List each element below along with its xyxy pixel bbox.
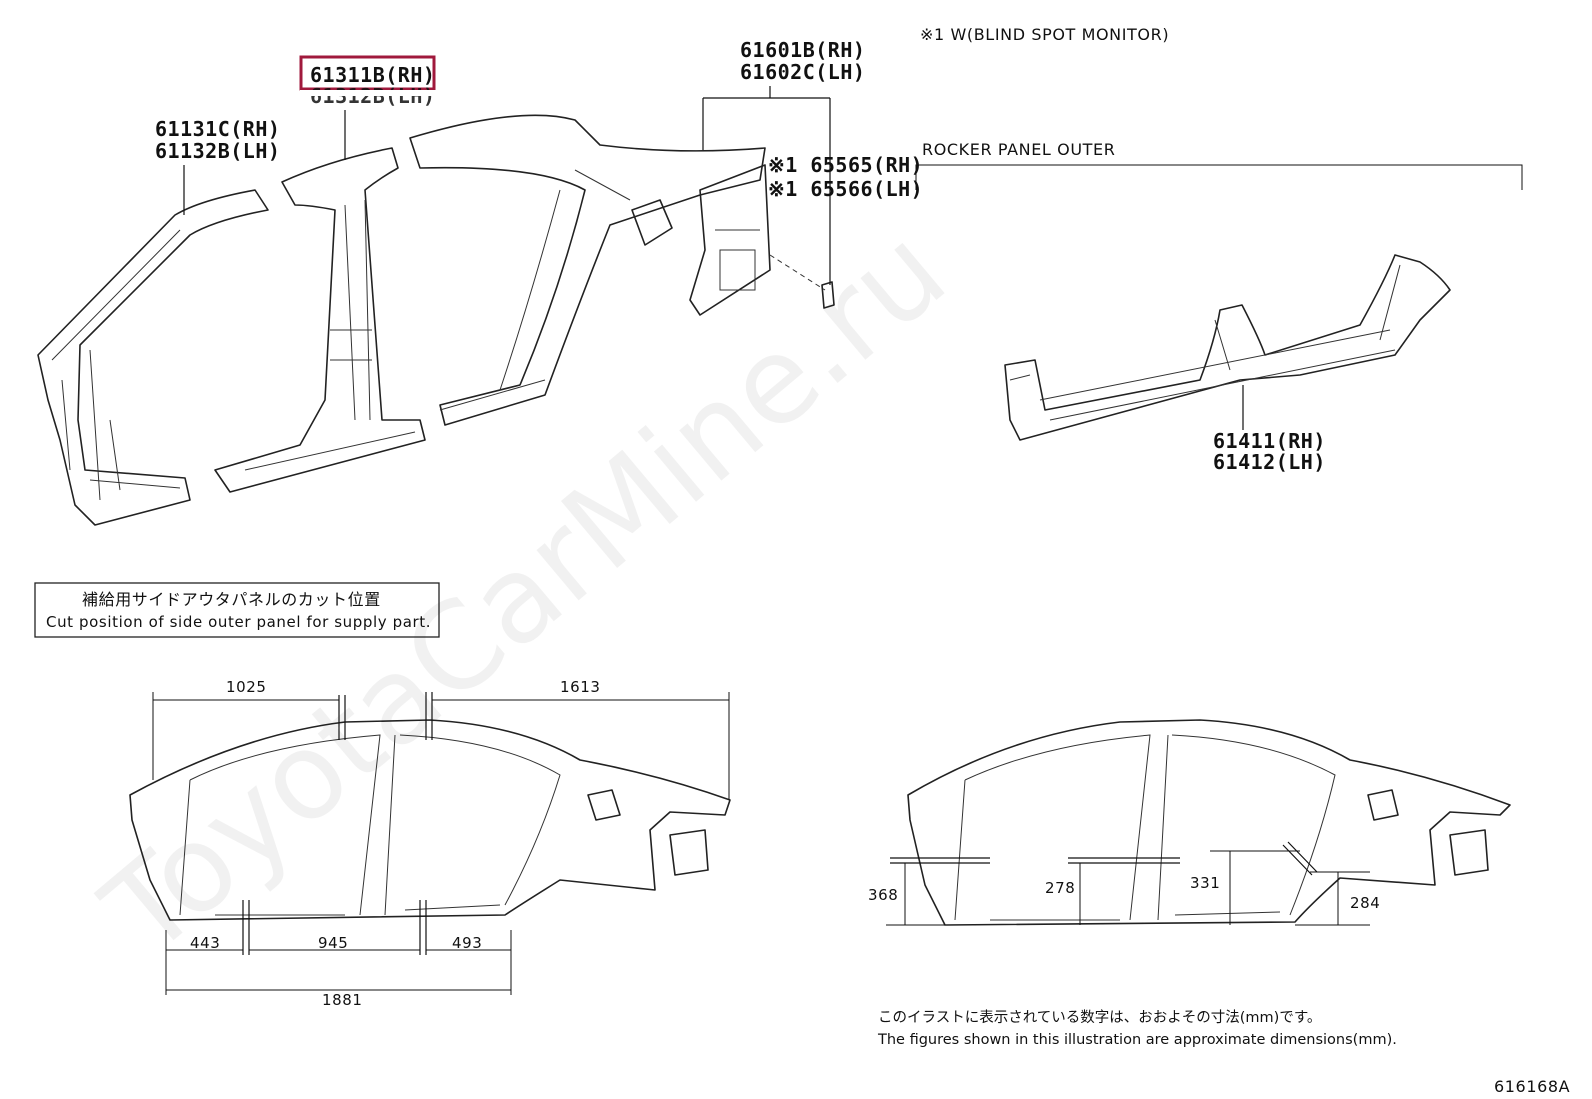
rocker-bracket-line — [915, 164, 1523, 190]
cut-position-en: Cut position of side outer panel for sup… — [46, 613, 431, 631]
exploded-side-panel — [37, 114, 835, 526]
dim-945: 945 — [318, 934, 348, 952]
footnote-marker: ※1 W(BLIND SPOT MONITOR) — [920, 25, 1169, 44]
part-number-61132b[interactable]: 61132B(LH) — [155, 139, 280, 163]
illustration-id: 616168A — [1494, 1077, 1570, 1096]
cut-position-jp: 補給用サイドアウタパネルのカット位置 — [82, 590, 381, 609]
dim-331: 331 — [1190, 874, 1220, 892]
dim-278: 278 — [1045, 879, 1075, 897]
full-side-right — [907, 719, 1511, 926]
rocker-panel-drawing — [1004, 254, 1451, 441]
note-en: The figures shown in this illustration a… — [877, 1032, 1397, 1048]
leader-61601b — [702, 86, 831, 285]
dim-284: 284 — [1350, 894, 1380, 912]
part-number-61411[interactable]: 61411(RH) — [1213, 429, 1326, 453]
dim-443: 443 — [190, 934, 220, 952]
highlight-box — [299, 55, 436, 91]
rocker-panel-title: ROCKER PANEL OUTER — [922, 140, 1115, 159]
dim-1025: 1025 — [226, 678, 267, 696]
part-number-65565[interactable]: ※1 65565(RH) — [768, 153, 923, 177]
part-number-61412[interactable]: 61412(LH) — [1213, 450, 1326, 474]
note-jp: このイラストに表示されている数字は、おおよその寸法(mm)です。 — [878, 1009, 1321, 1026]
part-number-61602c[interactable]: 61602C(LH) — [740, 60, 865, 84]
part-number-65566[interactable]: ※1 65566(LH) — [768, 177, 923, 201]
part-number-61311b[interactable]: 61311B(RH) — [310, 63, 435, 87]
part-number-61131c[interactable]: 61131C(RH) — [155, 117, 280, 141]
dim-1881: 1881 — [322, 991, 363, 1009]
dim-1613: 1613 — [560, 678, 601, 696]
part-number-61601b[interactable]: 61601B(RH) — [740, 38, 865, 62]
cut-position-box — [34, 582, 440, 638]
full-side-left — [129, 719, 731, 921]
dim-493: 493 — [452, 934, 482, 952]
dim-368: 368 — [868, 886, 898, 904]
